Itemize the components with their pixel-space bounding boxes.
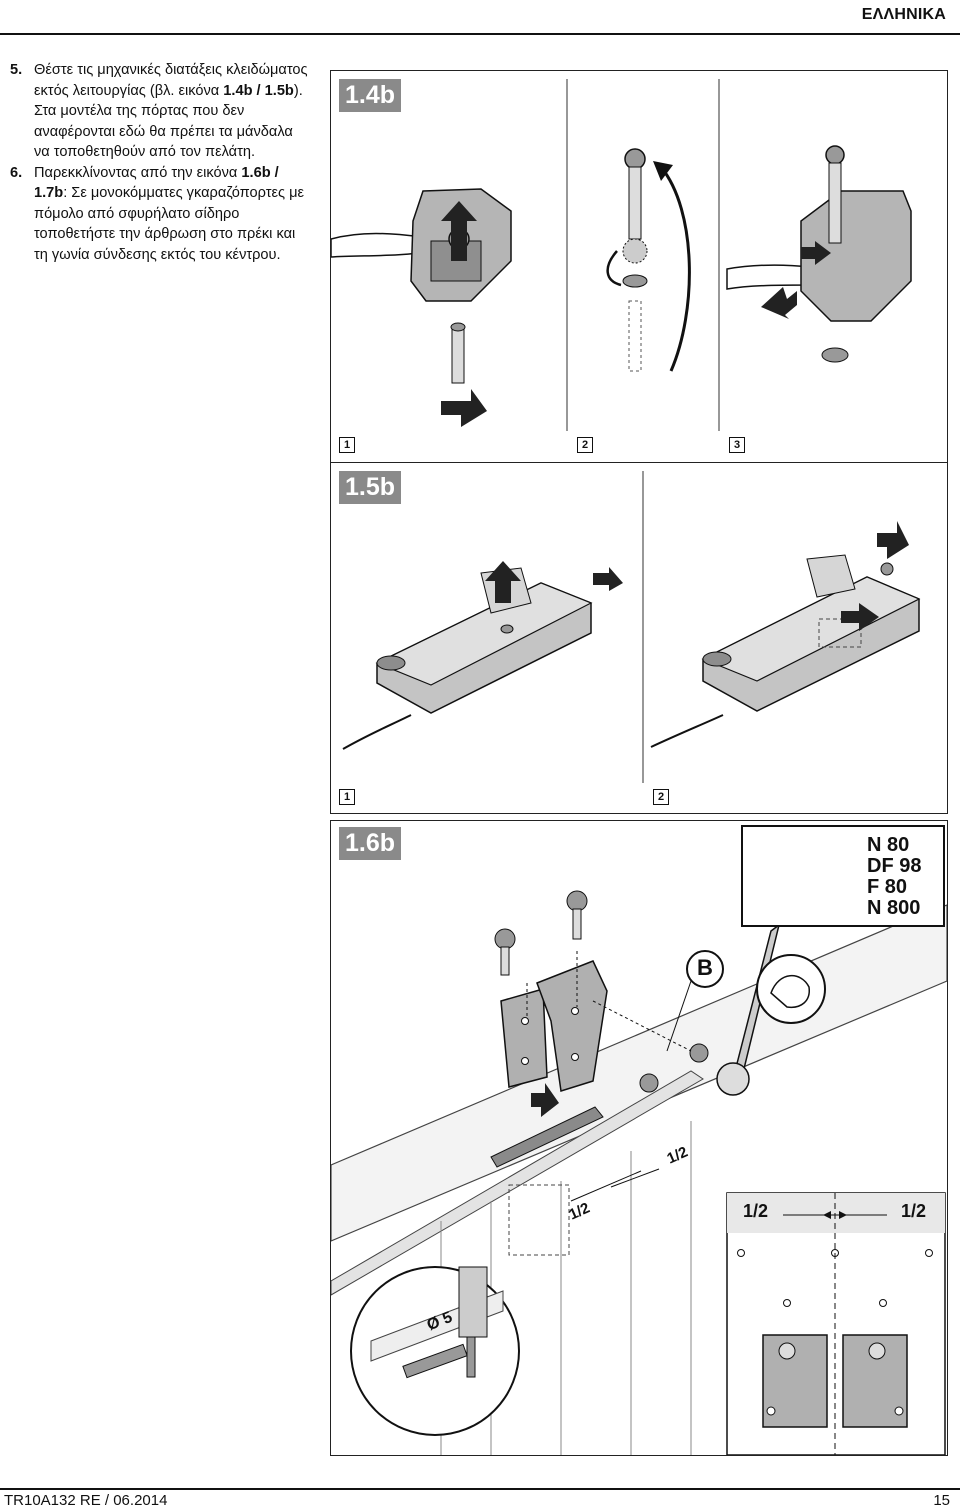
door-model: N 800 xyxy=(867,897,921,919)
step-number: 6. xyxy=(10,164,23,181)
instructions: 5. Θέστε τις μηχανικές διατάξεις κλειδώμ… xyxy=(10,60,310,265)
lock-bolt-illustration xyxy=(342,471,921,783)
step-text: : Σε μονοκόμματες γκαραζόπορτες με πόμολ… xyxy=(34,185,304,263)
step-text: Θέστε τις μηχανικές διατάξεις κλειδώματο… xyxy=(34,62,308,99)
header-rule xyxy=(0,33,960,35)
figure-1-5b: 1.5b 1 2 xyxy=(330,462,948,814)
figure-1-6b: 1.6b xyxy=(330,820,948,1456)
half-dimension-left: 1/2 xyxy=(743,1201,769,1221)
language-label: ΕΛΛΗΝΙΚΑ xyxy=(861,6,946,23)
document-code: TR10A132 RE / 06.2014 xyxy=(4,1492,168,1509)
door-model-list: N 80 DF 98 F 80 N 800 xyxy=(867,835,921,919)
door-model: F 80 xyxy=(867,876,908,898)
half-dimension-right: 1/2 xyxy=(901,1201,927,1221)
step-number: 5. xyxy=(10,62,23,78)
figure-label: 1.5b xyxy=(339,471,402,504)
figure-label: 1.6b xyxy=(339,827,402,860)
figure-reference: 1.4b / 1.5b xyxy=(223,82,294,99)
figure-1-4b: 1.4b 1 2 3 xyxy=(330,70,948,464)
instruction-step-5: 5. Θέστε τις μηχανικές διατάξεις κλειδώμ… xyxy=(10,60,310,163)
footer-rule xyxy=(0,1488,960,1490)
page-number: 15 xyxy=(933,1492,950,1509)
door-model: N 80 xyxy=(867,834,910,856)
instruction-step-6: 6. Παρεκκλίνοντας από την εικόνα 1.6b / … xyxy=(10,163,310,266)
figure-reference: 1.6b / 1.7b xyxy=(34,164,279,202)
figure-label: 1.4b xyxy=(339,79,402,112)
hinge-mounting-illustration xyxy=(331,844,947,1455)
callout-b: B xyxy=(697,955,713,980)
lock-removal-illustration xyxy=(331,79,912,431)
step-marker: 1 xyxy=(339,437,355,453)
step-marker: 3 xyxy=(729,437,745,453)
step-marker: 2 xyxy=(577,437,593,453)
step-marker: 2 xyxy=(653,789,669,805)
door-model: DF 98 xyxy=(867,855,922,877)
step-text: Παρεκκλίνοντας από την εικόνα xyxy=(34,164,242,181)
door-models-box: N 80 DF 98 F 80 N 800 xyxy=(741,825,945,927)
step-marker: 1 xyxy=(339,789,355,805)
step-text: ). Στα μοντέλα της πόρτας που δεν αναφέρ… xyxy=(34,82,303,161)
